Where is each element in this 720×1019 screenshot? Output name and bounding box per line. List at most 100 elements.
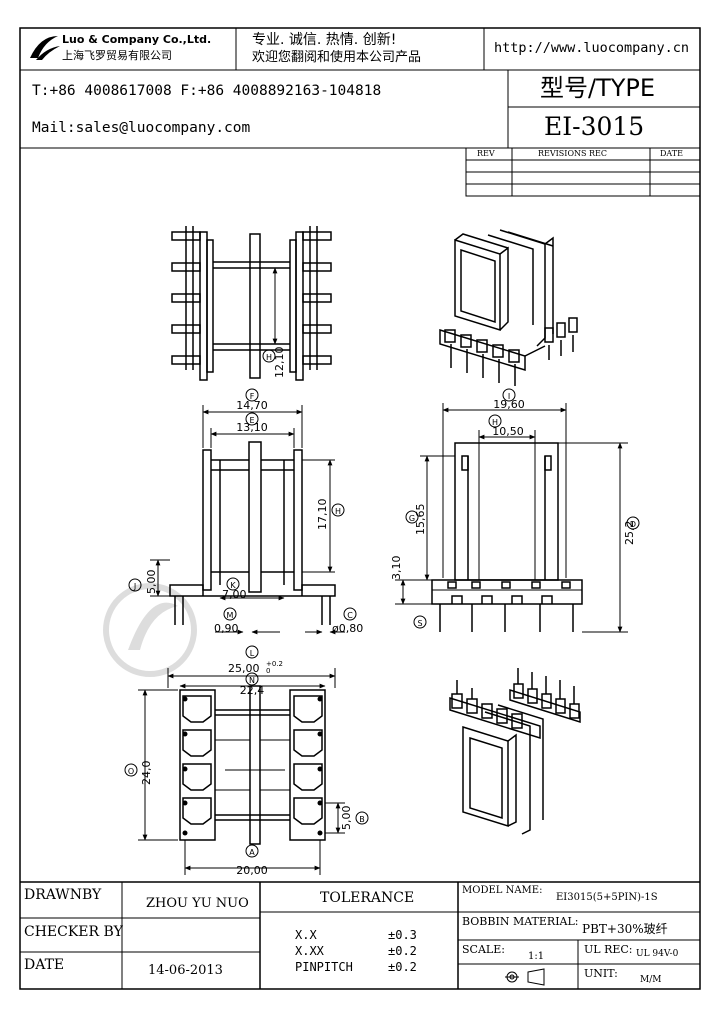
type-value: EI-3015 bbox=[544, 112, 645, 141]
marker-k-text: K bbox=[230, 581, 236, 590]
marker-c-text: C bbox=[347, 611, 353, 620]
unit-label: UNIT: bbox=[584, 967, 618, 980]
rev-header-date: DATE bbox=[660, 149, 683, 158]
bottom-view bbox=[138, 668, 345, 875]
marker-h-top-text: H bbox=[266, 353, 272, 362]
ulrec-value: UL 94V-0 bbox=[636, 949, 679, 959]
company-logo bbox=[30, 36, 60, 60]
tol-pinpitch-name: PINPITCH bbox=[295, 960, 353, 974]
marker-l bbox=[245, 645, 259, 659]
iso-view-bottom bbox=[449, 668, 581, 835]
drawnby-value: ZHOU YU NUO bbox=[146, 896, 249, 911]
marker-h-side bbox=[488, 414, 502, 428]
tol-xxx-value: ±0.2 bbox=[388, 944, 417, 958]
marker-o bbox=[124, 763, 138, 777]
marker-i bbox=[502, 388, 516, 402]
company-name-en: Luo & Company Co.,Ltd. bbox=[62, 33, 212, 46]
marker-n bbox=[245, 672, 259, 686]
marker-k bbox=[226, 577, 240, 591]
marker-e bbox=[245, 412, 259, 426]
marker-s bbox=[413, 615, 427, 629]
marker-n-text: N bbox=[249, 676, 255, 685]
company-name-cn: 上海飞罗贸易有限公司 bbox=[62, 49, 172, 62]
dim-13-10: 13,10 bbox=[236, 421, 268, 434]
dim-25-2: 25,2 bbox=[623, 521, 636, 546]
tol-xx-value: ±0.3 bbox=[388, 928, 417, 942]
rev-header-rev: REV bbox=[477, 149, 495, 158]
front-view bbox=[150, 405, 345, 635]
marker-a-text: A bbox=[249, 848, 255, 857]
dim-24-0: 24,0 bbox=[140, 761, 153, 786]
marker-g bbox=[405, 510, 419, 524]
marker-e-text: E bbox=[249, 416, 254, 425]
dim-19-60: 19,60 bbox=[493, 398, 525, 411]
date-label: DATE bbox=[24, 957, 65, 973]
tol-pinpitch-value: ±0.2 bbox=[388, 960, 417, 974]
phone-fax: T:+86 4008617008 F:+86 4008892163-104818 bbox=[32, 83, 382, 99]
marker-g-text: G bbox=[409, 514, 415, 523]
top-view bbox=[171, 226, 332, 381]
bobbin-value: PBT+30%玻纤 bbox=[582, 922, 668, 936]
website-link[interactable]: http://www.luocompany.cn bbox=[494, 40, 690, 56]
dim-25-00: 25,00 bbox=[228, 662, 260, 675]
marker-i-text: I bbox=[508, 392, 510, 401]
dim-15-65: 15,65 bbox=[414, 504, 427, 536]
checker-label: CHECKER BY bbox=[24, 924, 123, 940]
iso-view-top bbox=[439, 229, 578, 386]
dim-3-10: 3,10 bbox=[390, 556, 403, 581]
model-value: EI3015(5+5PIN)-1S bbox=[556, 892, 658, 903]
slogan-line-2: 欢迎您翻阅和使用本公司产品 bbox=[252, 50, 422, 65]
dim-7-00: 7,00 bbox=[222, 588, 247, 601]
marker-m-text: M bbox=[227, 611, 234, 620]
marker-j-text: J bbox=[133, 582, 136, 591]
model-label: MODEL NAME: bbox=[462, 885, 543, 896]
tolerance-label: TOLERANCE bbox=[320, 890, 415, 906]
dim-12-10: 12,10 bbox=[273, 347, 286, 379]
marker-m bbox=[223, 607, 237, 621]
marker-l-text: L bbox=[250, 649, 255, 658]
scale-label: SCALE: bbox=[462, 943, 505, 956]
marker-b-front bbox=[331, 503, 345, 517]
drawnby-label: DRAWNBY bbox=[24, 887, 102, 903]
marker-d bbox=[626, 516, 640, 530]
marker-b bbox=[355, 811, 369, 825]
marker-a bbox=[245, 844, 259, 858]
dim-25-00-tol-minus: 0 bbox=[266, 667, 270, 675]
dim-5-00-j: 5,00 bbox=[145, 570, 158, 595]
side-view bbox=[395, 403, 628, 633]
ulrec-label: UL REC: bbox=[584, 943, 633, 956]
tol-xx-name: X.X bbox=[295, 928, 317, 942]
title-block-grid bbox=[20, 881, 700, 989]
tol-xxx-name: X.XX bbox=[295, 944, 324, 958]
marker-o-text: O bbox=[128, 767, 134, 776]
marker-c bbox=[343, 607, 357, 621]
dim-20-00: 20,00 bbox=[236, 864, 268, 877]
marker-s-text: S bbox=[417, 619, 422, 628]
dim-0-90: 0,90 bbox=[214, 622, 239, 635]
projection-symbol bbox=[505, 968, 545, 986]
slogan-line-1: 专业. 诚信. 热情. 创新! bbox=[252, 32, 397, 48]
marker-h-top bbox=[262, 349, 276, 363]
date-value: 14-06-2013 bbox=[148, 963, 223, 978]
dim-22-4: 22,4 bbox=[240, 684, 265, 697]
dim-14-70: 14,70 bbox=[236, 399, 268, 412]
rev-header-revisions: REVISIONS REC bbox=[538, 149, 608, 158]
mail[interactable]: Mail:sales@luocompany.com bbox=[32, 120, 251, 136]
unit-value: M/M bbox=[640, 975, 662, 985]
dim-25-00-tol-plus: +0.2 bbox=[266, 660, 283, 668]
marker-f-text: F bbox=[250, 392, 255, 401]
marker-b-front-text: H bbox=[335, 507, 341, 516]
marker-f bbox=[245, 388, 259, 402]
scale-value: 1:1 bbox=[528, 951, 545, 962]
dim-10-50: 10,50 bbox=[492, 425, 524, 438]
marker-h-side-text: H bbox=[492, 418, 498, 427]
dim-17-10: 17,10 bbox=[316, 499, 329, 531]
marker-b-text: B bbox=[359, 815, 365, 824]
dim-0-80: ø0,80 bbox=[332, 622, 363, 635]
bobbin-label: BOBBIN MATERIAL: bbox=[462, 915, 579, 928]
type-label: 型号/TYPE bbox=[540, 74, 656, 102]
dim-5-00-b: 5,00 bbox=[340, 806, 353, 831]
watermark bbox=[103, 583, 197, 677]
marker-d-text: D bbox=[630, 520, 636, 529]
